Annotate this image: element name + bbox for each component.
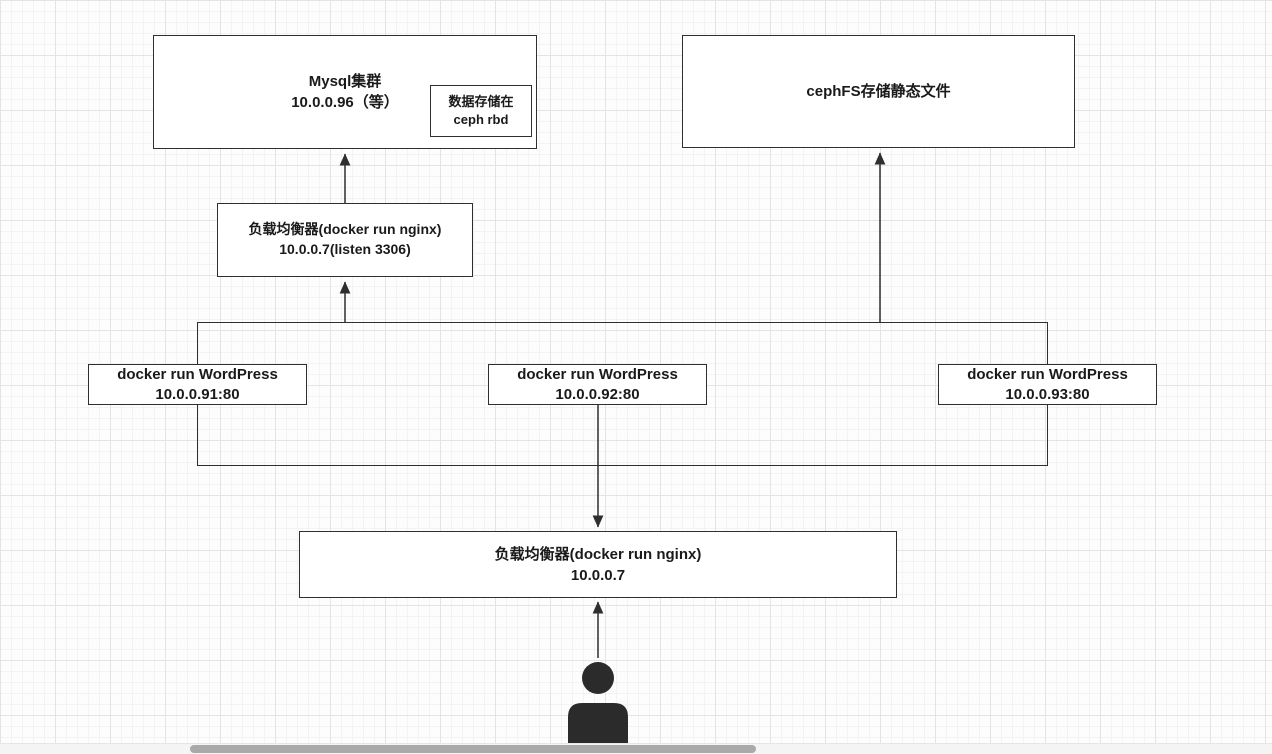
wordpress-2-ip: 10.0.0.92:80 [555, 385, 640, 403]
node-wordpress-3[interactable]: docker run WordPress 10.0.0.93:80 [938, 364, 1157, 405]
wordpress-3-ip: 10.0.0.93:80 [1005, 385, 1090, 403]
node-ceph-rbd-note[interactable]: 数据存储在 ceph rbd [430, 85, 532, 137]
node-wordpress-1[interactable]: docker run WordPress 10.0.0.91:80 [88, 364, 307, 405]
wordpress-1-title: docker run WordPress [117, 366, 278, 383]
lb-main-title: 负载均衡器(docker run nginx) [494, 545, 702, 563]
lb-3306-title: 负载均衡器(docker run nginx) [248, 221, 442, 238]
node-lb-3306[interactable]: 负载均衡器(docker run nginx) 10.0.0.7(listen … [217, 203, 473, 277]
wordpress-3-title: docker run WordPress [967, 366, 1128, 383]
horizontal-scrollbar-track[interactable] [0, 743, 1272, 754]
node-lb-main[interactable]: 负载均衡器(docker run nginx) 10.0.0.7 [299, 531, 897, 598]
wordpress-1-ip: 10.0.0.91:80 [155, 385, 240, 403]
node-cephfs[interactable]: cephFS存储静态文件 [682, 35, 1075, 148]
mysql-cluster-title: Mysql集群 [308, 73, 382, 90]
ceph-rbd-note-line2: ceph rbd [453, 112, 509, 127]
mysql-cluster-ip: 10.0.0.96（等） [291, 94, 399, 111]
cephfs-label: cephFS存储静态文件 [806, 83, 951, 100]
ceph-rbd-note-line1: 数据存储在 [448, 94, 514, 110]
horizontal-scrollbar-thumb[interactable] [190, 745, 756, 753]
wordpress-2-title: docker run WordPress [517, 366, 678, 383]
lb-3306-ip: 10.0.0.7(listen 3306) [279, 241, 411, 257]
lb-main-ip: 10.0.0.7 [570, 566, 626, 584]
node-wordpress-2[interactable]: docker run WordPress 10.0.0.92:80 [488, 364, 707, 405]
user-icon[interactable] [563, 660, 633, 752]
